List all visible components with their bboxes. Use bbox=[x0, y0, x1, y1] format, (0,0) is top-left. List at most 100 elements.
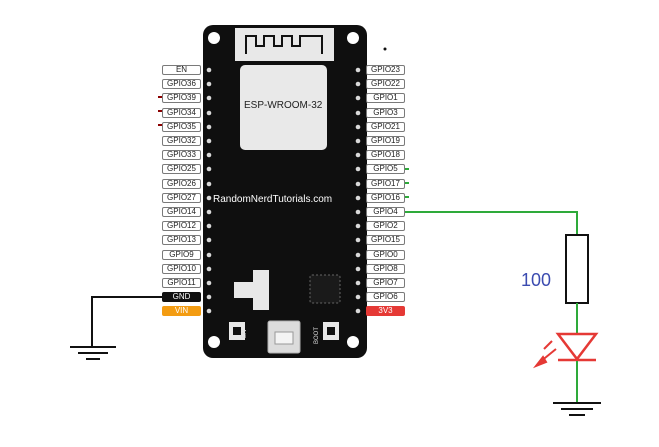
header-pin-dot bbox=[206, 124, 212, 130]
mounting-hole bbox=[347, 336, 359, 348]
header-pin-dot bbox=[355, 110, 361, 116]
pin-right-3v3: 3V3 bbox=[366, 306, 405, 316]
mounting-hole bbox=[208, 32, 220, 44]
pin-right-gpio3: GPIO3 bbox=[366, 108, 405, 118]
header-pin-dot bbox=[206, 138, 212, 144]
module-label: ESP-WROOM-32 bbox=[244, 100, 323, 111]
header-pin-dot bbox=[355, 152, 361, 158]
resistor-value-label: 100 bbox=[521, 270, 552, 290]
voltage-regulator-tab bbox=[234, 282, 254, 298]
header-pin-dot bbox=[206, 294, 212, 300]
pin-left-gpio10: GPIO10 bbox=[162, 264, 201, 274]
header-pin-dot bbox=[355, 280, 361, 286]
header-pin-dot bbox=[355, 67, 361, 73]
pin-left-gpio11: GPIO11 bbox=[162, 278, 201, 288]
pin-right-gpio15: GPIO15 bbox=[366, 235, 405, 245]
antenna-area bbox=[235, 28, 334, 61]
pin-left-vin: VIN bbox=[162, 306, 201, 316]
en-button-label: EN bbox=[242, 329, 248, 338]
header-pin-dot bbox=[206, 308, 212, 314]
header-pin-dot bbox=[206, 252, 212, 258]
header-pin-dot bbox=[355, 81, 361, 87]
header-pin-dot bbox=[206, 81, 212, 87]
header-pin-dot bbox=[206, 223, 212, 229]
pin-left-gpio26: GPIO26 bbox=[162, 179, 201, 189]
pin-right-gpio21: GPIO21 bbox=[366, 122, 405, 132]
header-pin-dot bbox=[206, 152, 212, 158]
header-pin-dot bbox=[355, 209, 361, 215]
boot-button-cap bbox=[327, 327, 335, 335]
website-label: RandomNerdTutorials.com bbox=[213, 194, 333, 205]
pin-right-gpio17: GPIO17 bbox=[366, 179, 405, 189]
pin-left-gpio9: GPIO9 bbox=[162, 250, 201, 260]
mounting-hole bbox=[208, 336, 220, 348]
pin-left-gpio27: GPIO27 bbox=[162, 193, 201, 203]
pin-right-gpio8: GPIO8 bbox=[366, 264, 405, 274]
led-triangle bbox=[555, 332, 599, 362]
gnd-wire bbox=[91, 296, 162, 347]
led-light-arrows bbox=[532, 340, 557, 369]
header-pin-dot bbox=[206, 95, 212, 101]
pin-left-gpio33: GPIO33 bbox=[162, 150, 201, 160]
pin-left-gpio14: GPIO14 bbox=[162, 207, 201, 217]
pin-right-gpio23: GPIO23 bbox=[366, 65, 405, 75]
header-pin-dot bbox=[355, 237, 361, 243]
resistor bbox=[565, 234, 589, 304]
voltage-regulator-body bbox=[253, 270, 269, 310]
pin-left-gpio12: GPIO12 bbox=[162, 221, 201, 231]
header-pin-dot bbox=[206, 266, 212, 272]
usb-uart-chip bbox=[309, 274, 341, 304]
pin-left-gnd: GND bbox=[162, 292, 201, 302]
pin-left-gpio39: GPIO39 bbox=[162, 93, 201, 103]
pin-right-gpio0: GPIO0 bbox=[366, 250, 405, 260]
pin-left-gpio36: GPIO36 bbox=[162, 79, 201, 89]
pin-left-gpio34: GPIO34 bbox=[162, 108, 201, 118]
pin-right-gpio19: GPIO19 bbox=[366, 136, 405, 146]
en-button-cap bbox=[233, 327, 241, 335]
pin-right-gpio7: GPIO7 bbox=[366, 278, 405, 288]
micro-usb-socket bbox=[274, 331, 294, 345]
wroom-module bbox=[240, 65, 327, 150]
header-pin-dot bbox=[206, 195, 212, 201]
pin-right-gpio1: GPIO1 bbox=[366, 93, 405, 103]
pin-right-gpio18: GPIO18 bbox=[366, 150, 405, 160]
marker-dot bbox=[383, 47, 387, 51]
header-pin-dot bbox=[206, 237, 212, 243]
header-pin-dot bbox=[206, 166, 212, 172]
ground-symbol-left bbox=[70, 346, 116, 360]
pin-left-gpio13: GPIO13 bbox=[162, 235, 201, 245]
header-pin-dot bbox=[355, 195, 361, 201]
header-pin-dot bbox=[206, 181, 212, 187]
header-pin-dot bbox=[355, 181, 361, 187]
header-pin-dot bbox=[206, 67, 212, 73]
header-pin-dot bbox=[355, 124, 361, 130]
pin-left-en: EN bbox=[162, 65, 201, 75]
header-pin-dot bbox=[355, 166, 361, 172]
antenna-trace bbox=[245, 35, 323, 54]
header-pin-dot bbox=[355, 308, 361, 314]
header-pin-dot bbox=[355, 138, 361, 144]
header-pin-dot bbox=[355, 294, 361, 300]
pin-right-gpio5: GPIO5 bbox=[366, 164, 405, 174]
pin-right-gpio4: GPIO4 bbox=[366, 207, 405, 217]
header-pin-dot bbox=[355, 266, 361, 272]
pin-right-gpio2: GPIO2 bbox=[366, 221, 405, 231]
header-pin-dot bbox=[206, 280, 212, 286]
header-pin-dot bbox=[355, 223, 361, 229]
pin-left-gpio32: GPIO32 bbox=[162, 136, 201, 146]
gpio4-wire bbox=[405, 211, 578, 235]
pin-left-gpio35: GPIO35 bbox=[162, 122, 201, 132]
header-pin-dot bbox=[355, 95, 361, 101]
ground-symbol-right bbox=[553, 402, 601, 416]
pin-right-gpio16: GPIO16 bbox=[366, 193, 405, 203]
boot-button-label: BOOT bbox=[314, 326, 320, 344]
header-pin-dot bbox=[206, 110, 212, 116]
pin-left-gpio25: GPIO25 bbox=[162, 164, 201, 174]
mounting-hole bbox=[347, 32, 359, 44]
pin-right-gpio22: GPIO22 bbox=[366, 79, 405, 89]
header-pin-dot bbox=[206, 209, 212, 215]
pin-right-gpio6: GPIO6 bbox=[366, 292, 405, 302]
header-pins bbox=[206, 67, 361, 314]
